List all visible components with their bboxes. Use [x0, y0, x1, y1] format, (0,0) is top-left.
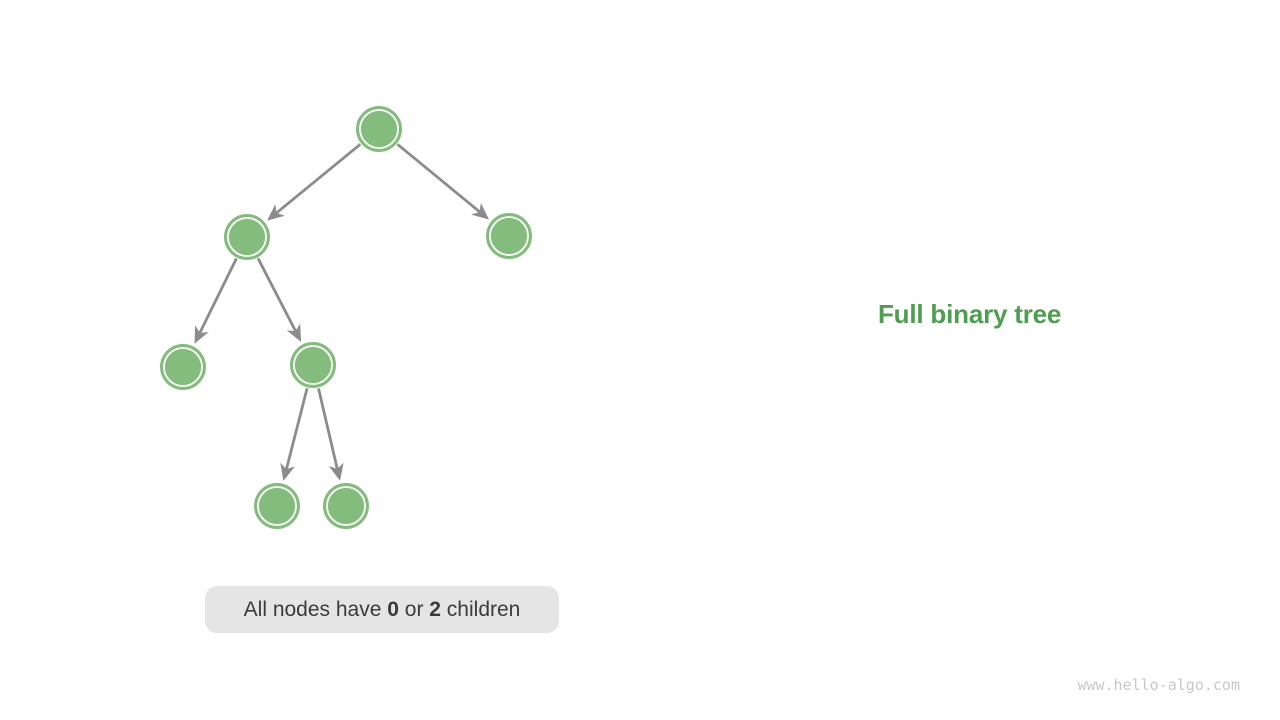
tree-node-root: [356, 106, 402, 152]
tree-edge-left-right-to-left-right-left: [280, 387, 309, 481]
tree-edge-left-to-left-left: [194, 257, 238, 344]
caption-text-after: children: [440, 598, 521, 621]
tree-edge-root-to-right: [396, 143, 489, 220]
caption-box: All nodes have 0 or 2 children: [205, 586, 559, 633]
caption-text-before: All nodes have: [243, 598, 388, 621]
tree-node-left: [224, 214, 270, 260]
tree-edge-left-right-to-left-right-right: [317, 388, 344, 481]
diagram-title: Full binary tree: [878, 299, 1062, 329]
tree-edge-left-to-left-right: [256, 257, 302, 342]
tree-edge-root-to-left: [267, 143, 362, 221]
caption-bold-two: 2: [429, 598, 441, 621]
tree-node-left-left: [160, 344, 206, 390]
node-layer: [160, 106, 532, 529]
caption-text-middle: or: [398, 598, 430, 621]
tree-node-left-right-left: [254, 483, 300, 529]
edge-layer: [194, 143, 489, 481]
tree-node-right: [486, 213, 532, 259]
watermark: www.hello-algo.com: [1077, 676, 1240, 694]
tree-node-left-right: [290, 342, 336, 388]
caption-bold-zero: 0: [387, 598, 399, 621]
tree-node-left-right-right: [323, 483, 369, 529]
